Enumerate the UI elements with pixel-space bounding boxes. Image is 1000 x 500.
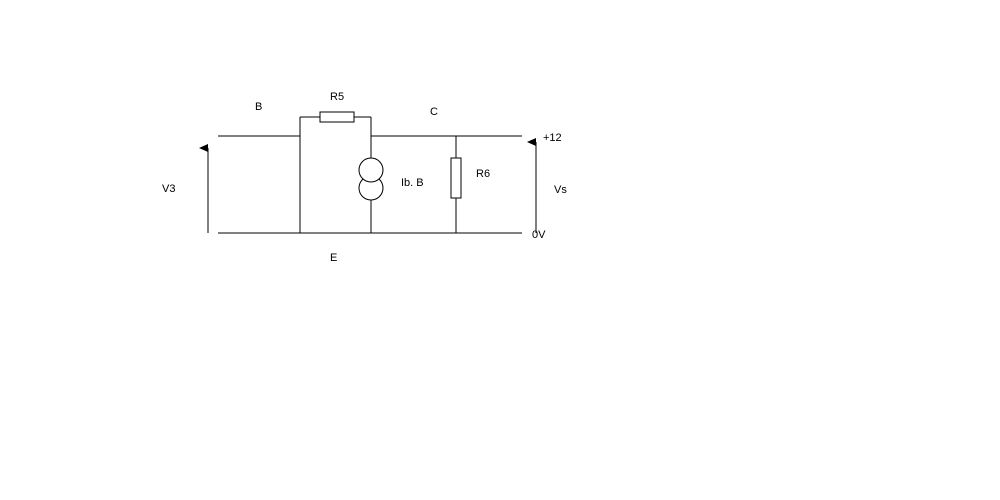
label-vs: Vs: [554, 184, 567, 196]
label-base: B: [255, 101, 262, 113]
label-zero-v: 0V: [532, 229, 546, 241]
label-emitter: E: [330, 252, 337, 264]
label-v3: V3: [162, 183, 175, 195]
resistor-r5: [319, 111, 355, 123]
label-r5: R5: [330, 91, 344, 103]
label-current-source: Ib. B: [401, 177, 424, 189]
label-collector: C: [430, 106, 438, 118]
label-plus12: +12: [543, 132, 562, 144]
current-source-circle-top: [358, 157, 384, 183]
label-r6: R6: [476, 168, 490, 180]
resistor-r6: [450, 157, 462, 199]
